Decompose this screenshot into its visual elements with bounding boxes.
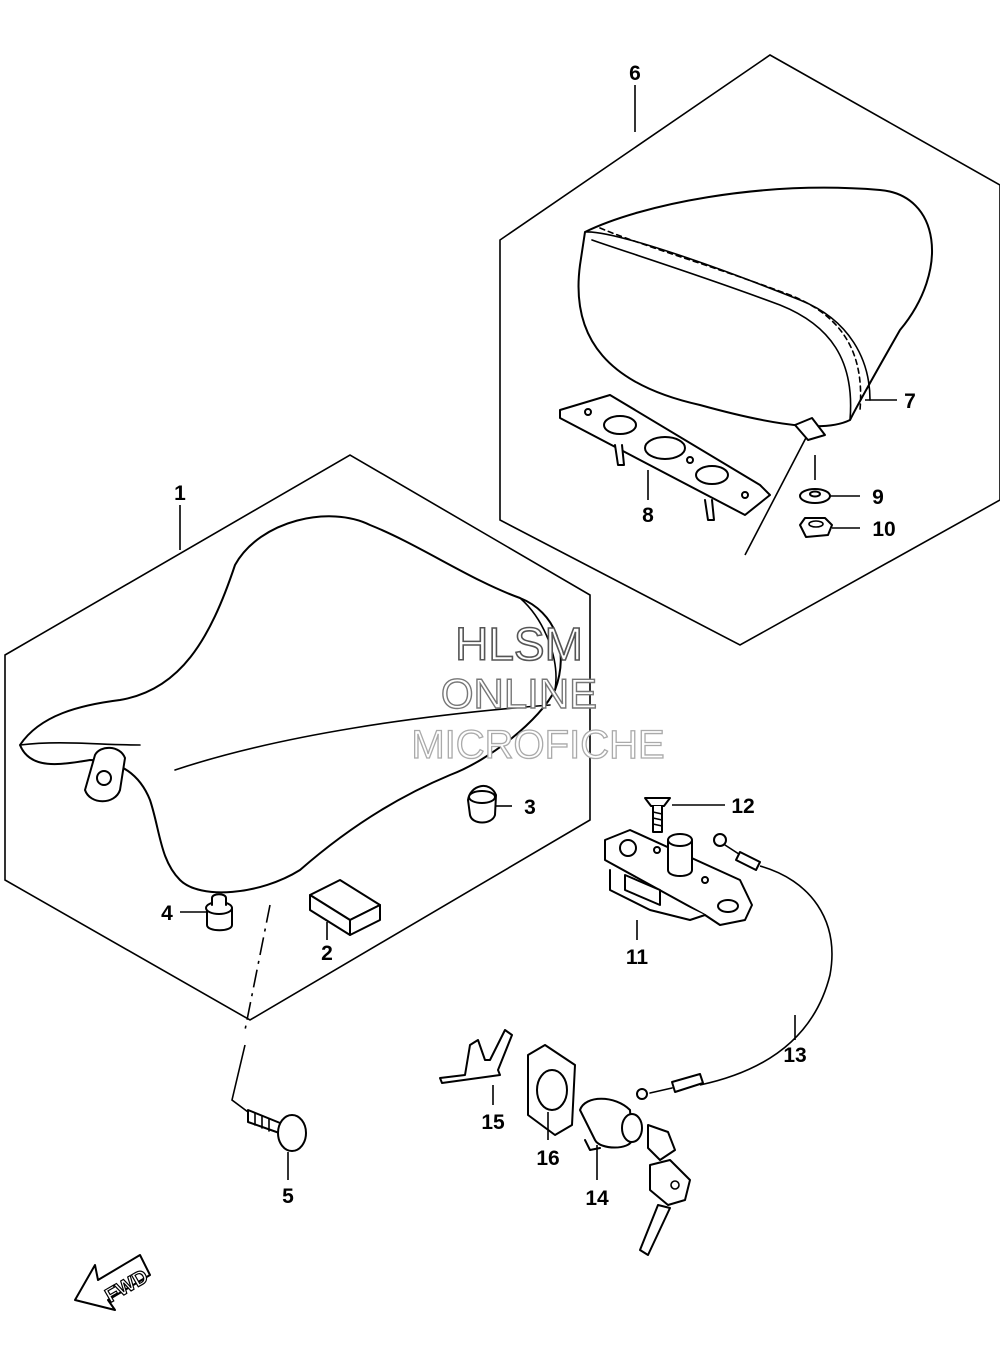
- callout-2: 2: [321, 942, 333, 965]
- plate-part-16: [527, 1044, 576, 1136]
- callout-3: 3: [524, 796, 536, 819]
- watermark-line-3: MICROFICHE: [411, 723, 664, 767]
- cushion-part-4: [205, 893, 233, 932]
- callout-9: 9: [872, 486, 884, 509]
- cable-part-13: [636, 833, 833, 1100]
- callout-1: 1: [174, 482, 186, 505]
- fwd-arrow-icon: FWD: [74, 1254, 153, 1311]
- callout-14: 14: [585, 1187, 609, 1210]
- front-seat-group-frame: [4, 454, 591, 1021]
- callout-8: 8: [642, 504, 654, 527]
- watermark-line-2: ONLINE: [441, 670, 597, 717]
- cushion-part-3: [467, 785, 497, 824]
- screw-part-12: [644, 797, 671, 833]
- pad-part-2: [309, 879, 381, 936]
- lock-bracket-part-11: [604, 829, 753, 926]
- callout-6: 6: [629, 62, 641, 85]
- rear-seat-part-7: [577, 186, 933, 428]
- nut-part-10: [799, 517, 833, 538]
- callout-13: 13: [783, 1044, 806, 1067]
- callout-7: 7: [904, 390, 916, 413]
- front-seat-part-1: [19, 515, 562, 894]
- lock-cylinder-part-14: [579, 1097, 691, 1256]
- callout-4: 4: [161, 902, 173, 925]
- callout-12: 12: [731, 795, 754, 818]
- watermark-line-1: HLSM: [455, 618, 583, 670]
- clip-part-15: [439, 1029, 513, 1084]
- bolt-part-5: [247, 1109, 307, 1152]
- callout-15: 15: [481, 1111, 505, 1134]
- callout-5: 5: [282, 1185, 294, 1208]
- washer-part-9: [799, 488, 831, 504]
- seat-bracket-part-8: [559, 394, 771, 521]
- callout-11: 11: [626, 946, 649, 969]
- callout-10: 10: [872, 518, 895, 541]
- callout-16: 16: [536, 1147, 559, 1170]
- rear-seat-group-frame: [499, 54, 1000, 646]
